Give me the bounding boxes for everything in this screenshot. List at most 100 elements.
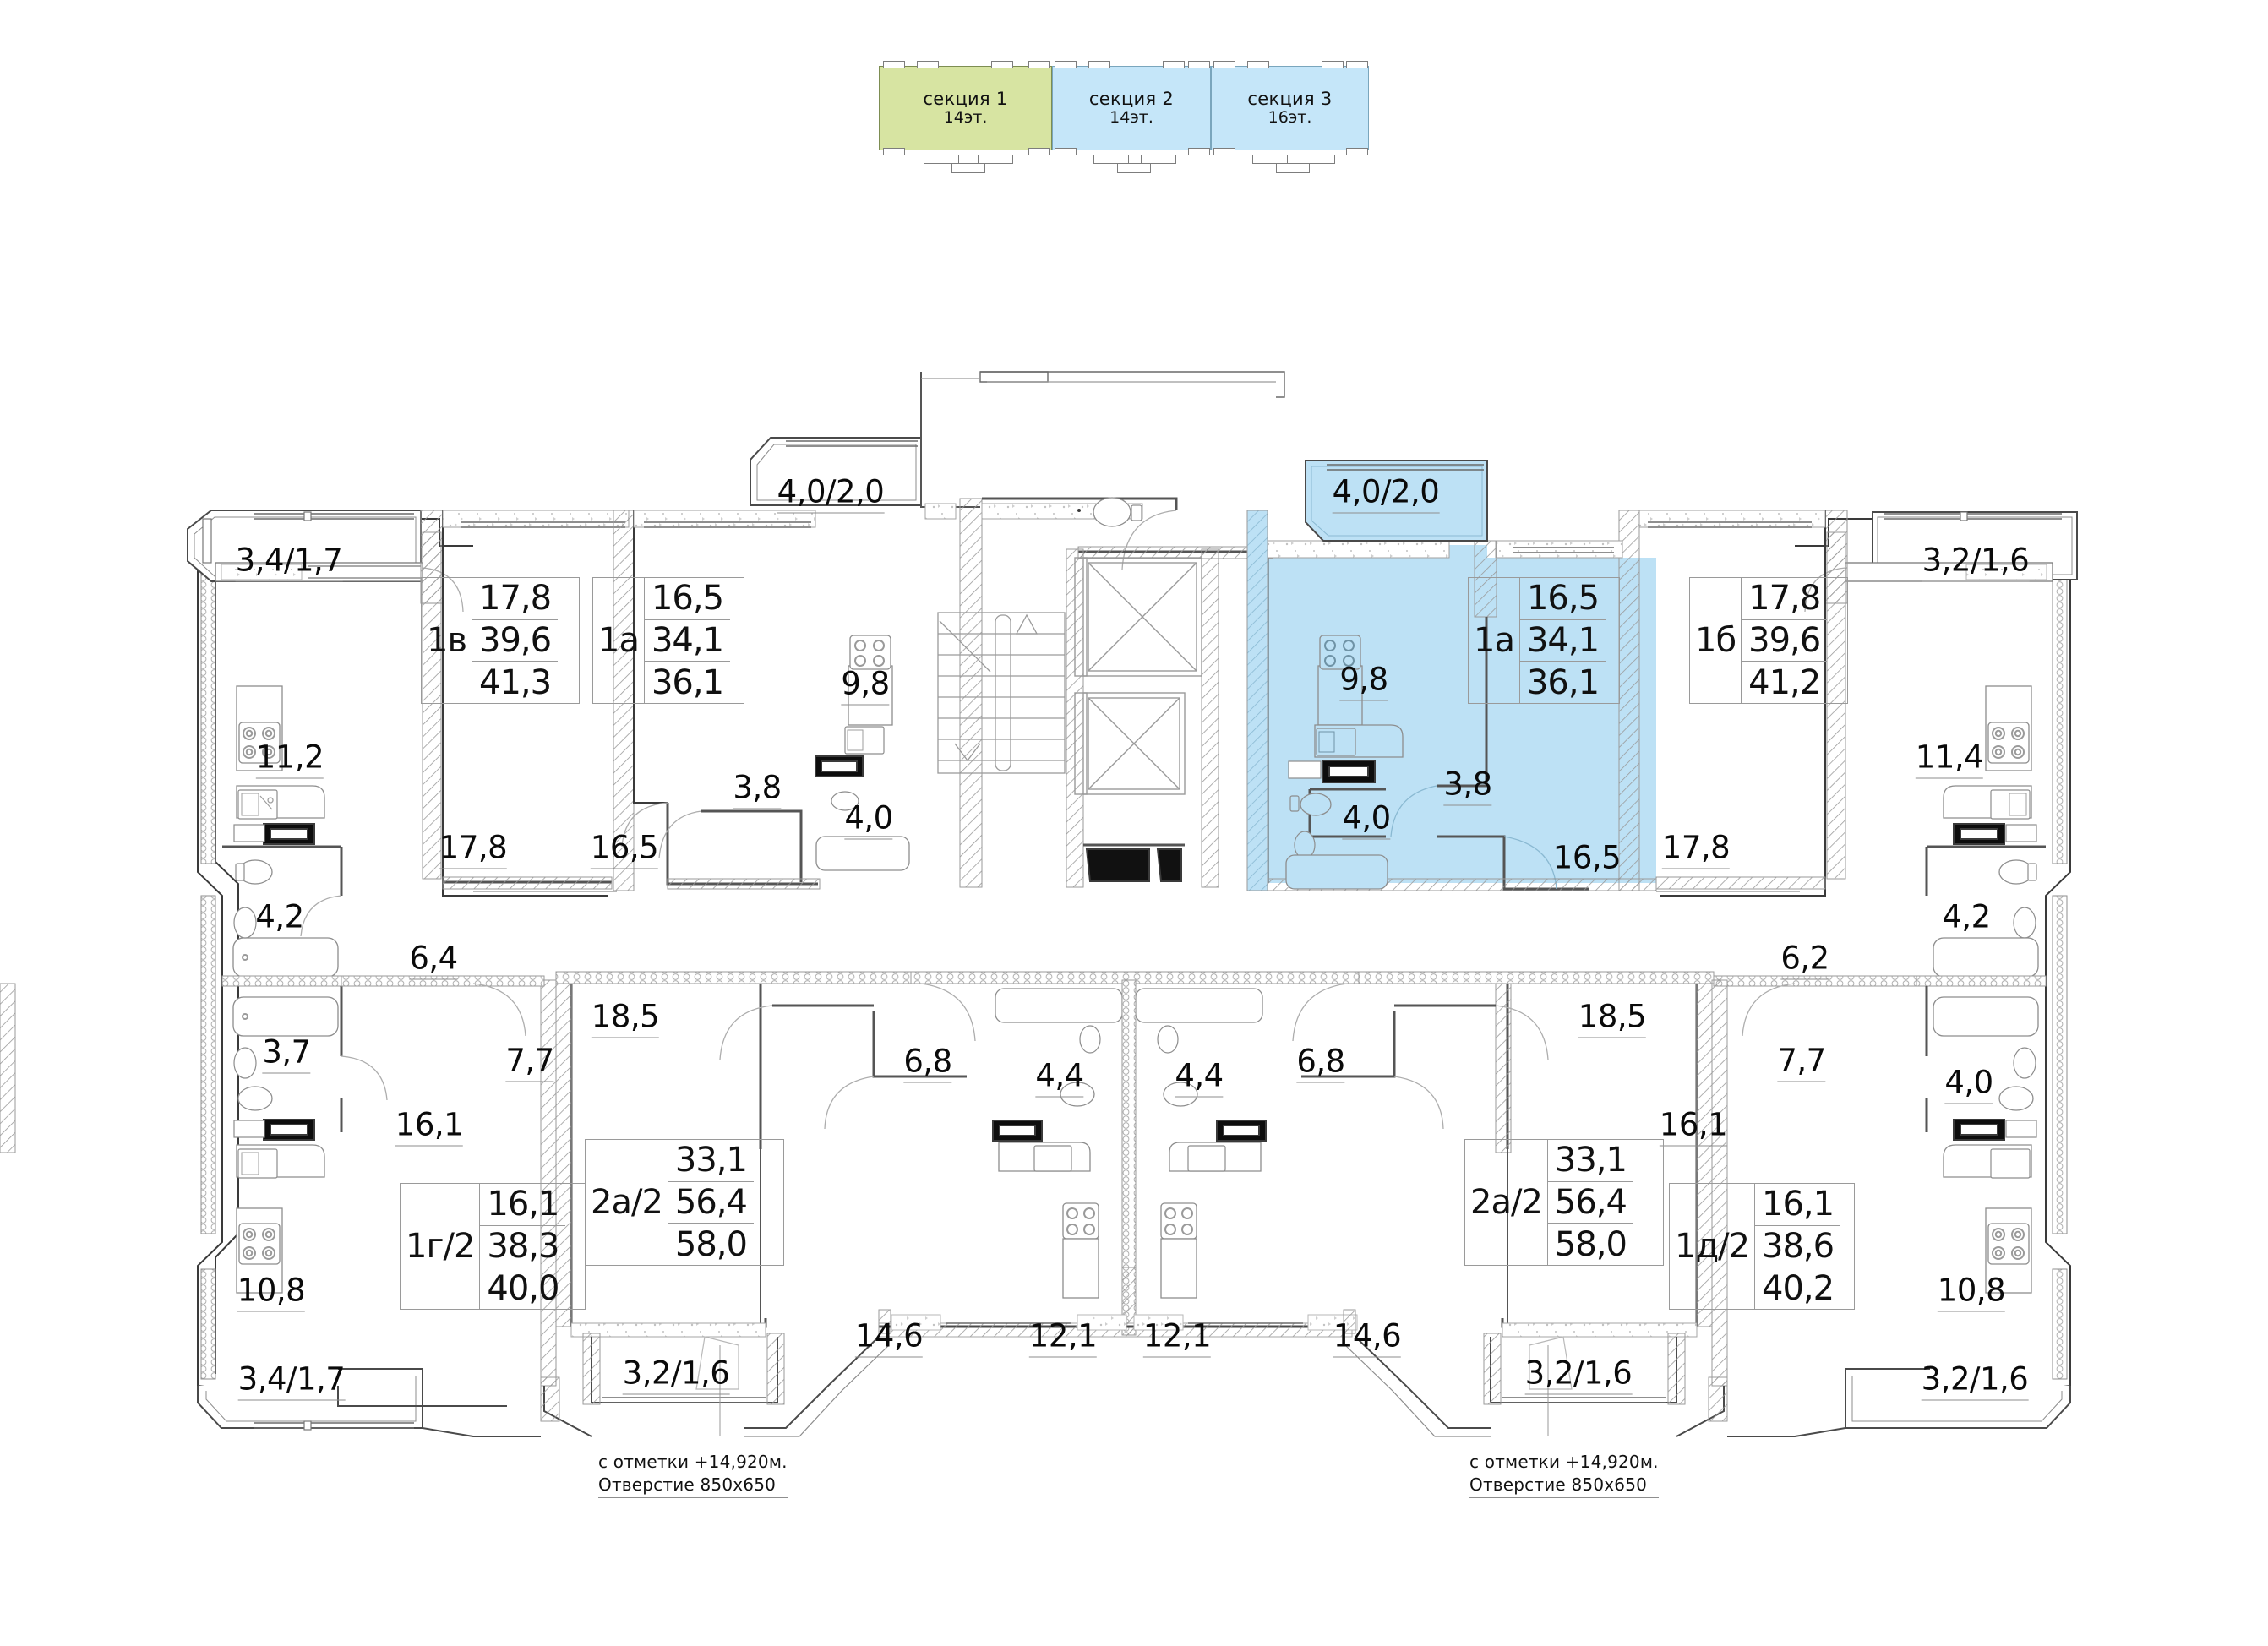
apartment-spec-1d2[interactable]: 1д/2 16,1 38,6 40,2 <box>1669 1183 1855 1310</box>
key-nub <box>1346 148 1368 155</box>
room-label: 4,2 <box>1942 899 1991 939</box>
apartment-total-area: 58,0 <box>1547 1223 1633 1265</box>
apartment-total-area: 41,3 <box>472 661 559 703</box>
room-label: 17,8 <box>439 830 508 869</box>
apartment-code: 2а/2 <box>591 1183 663 1222</box>
apartment-area: 39,6 <box>472 619 559 662</box>
apartment-spec-1v[interactable]: 1в 17,8 39,6 41,3 <box>421 577 580 704</box>
key-nub <box>1213 148 1235 155</box>
room-label: 11,2 <box>255 739 324 779</box>
room-label: 3,2/1,6 <box>622 1355 730 1395</box>
room-label: 18,5 <box>591 999 660 1038</box>
room-label: 3,2/1,6 <box>1524 1355 1633 1395</box>
apartment-spec-1a-left[interactable]: 1а 16,5 34,1 36,1 <box>592 577 744 704</box>
key-nub <box>883 148 905 155</box>
apartment-total-area: 36,1 <box>644 661 731 703</box>
room-label-selected: 4,0 <box>1342 800 1391 840</box>
room-label: 3,2/1,6 <box>1922 542 2030 582</box>
room-label: 11,4 <box>1915 739 1984 779</box>
room-label: 6,2 <box>1780 940 1829 980</box>
apartment-living-area: 17,8 <box>479 579 552 619</box>
room-label: 3,8 <box>733 770 782 809</box>
room-label: 4,4 <box>1175 1058 1224 1098</box>
apartment-spec-2a2-left[interactable]: 2а/2 33,1 56,4 58,0 <box>585 1139 784 1266</box>
room-label: 16,1 <box>395 1107 464 1147</box>
apartment-area: 34,1 <box>644 619 731 662</box>
room-label-selected: 9,8 <box>1339 662 1388 701</box>
apartment-area: 39,6 <box>1742 619 1828 662</box>
key-nub <box>1028 148 1050 155</box>
room-label: 6,8 <box>903 1044 952 1083</box>
section-key-item-2[interactable]: секция 2 14эт. <box>1052 61 1211 173</box>
key-nub <box>1213 61 1235 68</box>
note-line-1: с отметки +14,920м. <box>598 1452 788 1472</box>
section-3-floors: 16эт. <box>1268 108 1312 128</box>
apartment-total-area: 58,0 <box>668 1223 754 1265</box>
room-label: 7,7 <box>1777 1043 1826 1082</box>
room-label: 3,4/1,7 <box>237 1361 346 1401</box>
note-line-2: Отверстие 850x650 <box>598 1474 788 1498</box>
room-label: 16,1 <box>1659 1107 1728 1147</box>
room-label: 3,4/1,7 <box>235 542 343 582</box>
apartment-area: 38,6 <box>1755 1224 1841 1267</box>
key-nub <box>1300 155 1335 164</box>
selected-apartment-highlight[interactable] <box>1268 461 1656 883</box>
apartment-area: 38,3 <box>480 1224 566 1267</box>
key-nub <box>1252 155 1288 164</box>
section-key-item-3[interactable]: секция 3 16эт. <box>1211 61 1369 173</box>
apartment-living-area: 33,1 <box>1554 1141 1627 1180</box>
apartment-spec-1b[interactable]: 1б 17,8 39,6 41,2 <box>1689 577 1848 704</box>
apartment-code: 1а <box>1474 621 1515 660</box>
room-label: 4,0 <box>844 800 893 840</box>
room-label: 17,8 <box>1661 830 1731 869</box>
apartment-spec-1g2[interactable]: 1г/2 16,1 38,3 40,0 <box>400 1183 586 1310</box>
key-nub <box>924 155 959 164</box>
apartment-living-area: 16,5 <box>1526 579 1600 619</box>
construction-note-right: с отметки +14,920м. Отверстие 850x650 <box>1469 1451 1659 1498</box>
key-nub <box>1163 61 1185 68</box>
room-label: 4,4 <box>1035 1058 1084 1098</box>
apartment-code: 1г/2 <box>406 1227 475 1266</box>
apartment-living-area: 16,5 <box>651 579 724 619</box>
section-2-label: секция 2 <box>1088 89 1175 109</box>
apartment-living-area: 16,1 <box>487 1185 559 1224</box>
apartment-code: 2а/2 <box>1470 1183 1543 1222</box>
apartment-code: 1д/2 <box>1675 1227 1750 1266</box>
construction-note-left: с отметки +14,920м. Отверстие 850x650 <box>598 1451 788 1498</box>
room-label: 6,4 <box>409 940 458 980</box>
key-nub <box>1346 61 1368 68</box>
key-nub <box>883 61 905 68</box>
key-nub <box>1055 61 1077 68</box>
note-line-1: с отметки +14,920м. <box>1469 1452 1659 1472</box>
key-nub <box>1028 61 1050 68</box>
room-label: 12,1 <box>1028 1318 1098 1358</box>
room-label: 4,0 <box>1944 1065 1993 1104</box>
key-nub <box>1117 163 1151 173</box>
key-nub <box>1247 61 1269 68</box>
apartment-area: 56,4 <box>1547 1180 1633 1224</box>
room-label-selected: 4,0/2,0 <box>1332 474 1440 514</box>
key-nub <box>978 155 1013 164</box>
key-nub <box>1093 155 1129 164</box>
apartment-spec-1a-selected[interactable]: 1а 16,5 34,1 36,1 <box>1468 577 1620 704</box>
apartment-living-area: 16,1 <box>1762 1185 1835 1224</box>
section-1-floors: 14эт. <box>943 108 988 128</box>
key-nub <box>1188 61 1210 68</box>
room-label: 14,6 <box>1333 1318 1402 1358</box>
section-key-item-1[interactable]: секция 1 14эт. <box>879 61 1052 173</box>
apartment-code: 1а <box>598 621 640 660</box>
key-nub <box>951 163 985 173</box>
room-label: 18,5 <box>1578 999 1647 1038</box>
key-nub <box>991 61 1013 68</box>
apartment-total-area: 40,0 <box>480 1267 566 1309</box>
apartment-living-area: 17,8 <box>1748 579 1821 619</box>
apartment-spec-2a2-right[interactable]: 2а/2 33,1 56,4 58,0 <box>1464 1139 1664 1266</box>
plan-walls <box>0 371 2078 1437</box>
room-label-selected: 3,8 <box>1443 766 1492 806</box>
room-label: 16,5 <box>590 830 659 869</box>
key-nub <box>1188 148 1210 155</box>
apartment-code: 1в <box>427 621 467 660</box>
room-label: 3,2/1,6 <box>1921 1361 2029 1401</box>
key-nub <box>917 61 939 68</box>
